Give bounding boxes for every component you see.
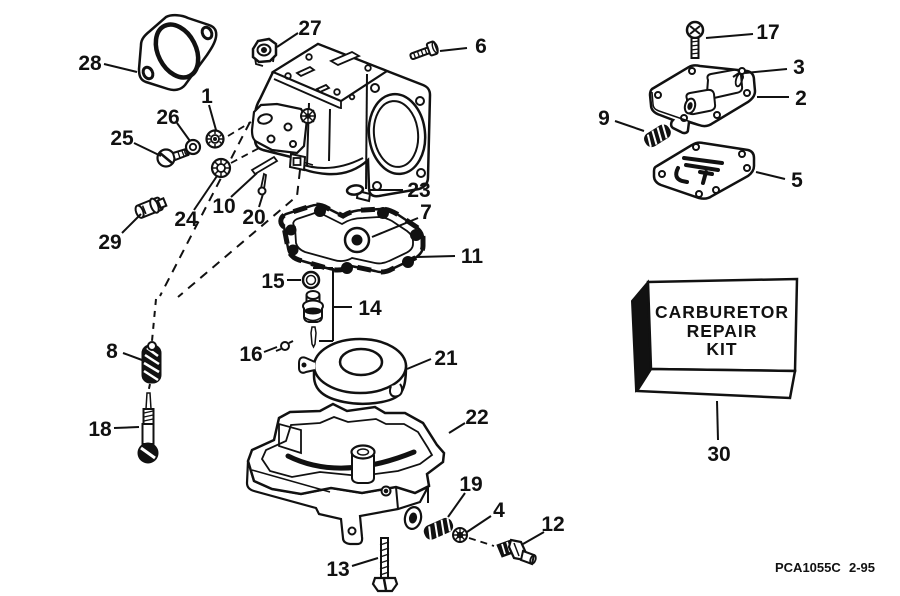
kit-box: CARBURETOR REPAIR KIT [630,277,799,400]
leader-line-12 [522,531,545,545]
part-label-27: 27 [298,17,321,40]
part-29-plug [134,196,168,219]
part-label-4: 4 [493,499,505,522]
part-1-nut [205,129,225,149]
part-13-screw [371,537,399,593]
leader-line-22 [448,422,466,434]
leader-line-8 [122,352,143,361]
part-label-28: 28 [78,52,102,75]
part-label-16: 16 [239,343,262,366]
part-18-needle [137,392,159,464]
part-16-clip [275,340,294,352]
part-label-5: 5 [791,169,803,192]
part-23-plug [345,184,365,196]
part-7-11-gasket [278,202,426,275]
part-label-23: 23 [407,179,430,202]
part-label-7: 7 [420,201,432,224]
leader-line-5 [755,171,786,180]
carburetor-body [250,42,432,203]
part-22-bowl [245,402,446,546]
part-label-18: 18 [88,418,112,441]
part-label-1: 1 [201,85,213,108]
part-28-gasket [137,13,218,92]
leader-line-3 [744,68,788,74]
part-label-14: 14 [358,297,382,320]
leader-line-6 [439,47,468,52]
part-26-washer [184,138,202,156]
leader-line-13 [351,557,379,567]
part-14-needle-seat [302,267,334,349]
kit-box-line1: CARBURETOR [655,302,789,322]
part-19-spring [423,517,454,540]
part-label-9: 9 [598,107,610,130]
part-label-30: 30 [707,443,730,466]
kit-box-line2: REPAIR [687,321,758,341]
part-label-25: 25 [110,127,134,150]
footer-revision: 2-95 [849,560,875,575]
part-6-screw [409,40,439,61]
part-8-spring [141,341,162,384]
part-label-15: 15 [261,270,285,293]
part-label-26: 26 [156,106,179,129]
part-9-spring [644,123,671,148]
part-5-plate [652,141,756,200]
part-label-2: 2 [795,87,807,110]
part-label-10: 10 [212,195,235,218]
leader-line-29 [121,213,142,234]
part-label-19: 19 [459,473,482,496]
leader-line-17 [705,33,754,39]
part-4-washer [452,527,468,543]
leader-line-9 [614,120,645,132]
leader-line-4 [466,515,492,533]
leader-line-28 [103,63,138,73]
part-label-17: 17 [756,21,779,44]
part-label-11: 11 [461,245,484,268]
leader-line-30 [716,400,719,441]
part-27-nut [251,37,278,67]
footer-code: PCA1055C [775,560,841,575]
part-3-pin [732,67,746,78]
part-2-cover [648,64,757,135]
part-12-drain-screw [496,538,537,566]
kit-box-line3: KIT [706,339,737,359]
part-25-screw [156,147,190,168]
part-15-ring [301,270,321,290]
part-label-8: 8 [106,340,118,363]
part-17-screw [685,20,705,59]
leader-line-26 [176,122,191,142]
leader-line-19 [447,492,466,518]
leader-line-20 [258,193,264,208]
part-label-20: 20 [242,206,265,229]
part-label-21: 21 [434,347,458,370]
leader-line-27 [276,32,299,48]
part-label-22: 22 [465,406,488,429]
assembly-dashed-lines [147,121,495,547]
leader-line-10 [230,172,258,198]
part-label-29: 29 [98,231,121,254]
leader-line-21 [406,358,432,370]
part-label-13: 13 [326,558,349,581]
part-label-24: 24 [174,208,198,231]
leader-line-1 [208,104,217,131]
part-label-6: 6 [475,35,487,58]
part-20-needle [257,172,267,196]
leader-line-18 [113,426,140,429]
part-label-12: 12 [541,513,564,536]
footer: PCA1055C 2-95 [775,560,875,575]
part-label-3: 3 [793,56,805,79]
leader-line-24 [193,175,218,211]
leader-line-7 [371,217,419,238]
leader-line-16 [263,346,278,353]
part-10-pin [250,155,279,176]
leader-line-25 [133,142,162,157]
leader-line-11 [416,255,456,258]
part-24-star-washer [210,157,232,179]
part-21-float [298,337,408,405]
